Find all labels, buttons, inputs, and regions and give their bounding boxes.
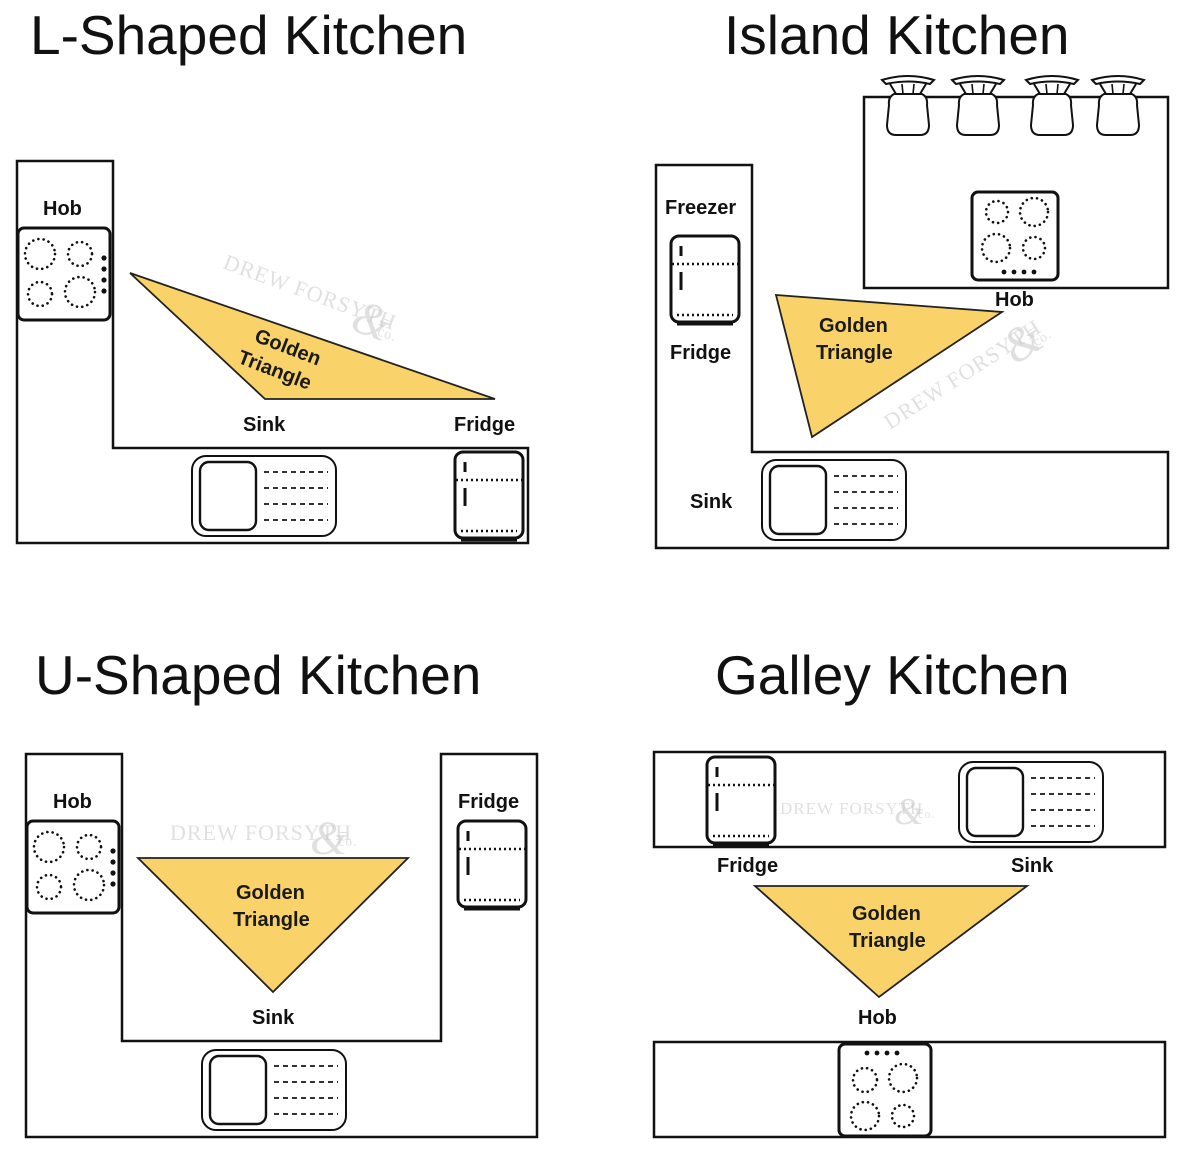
galley-counter-top [652,750,1167,849]
u-shaped-counter-outline [24,752,539,1139]
l-shaped-kitchen: L-Shaped Kitchen Hob DREW FORSYTH & co. … [15,4,530,545]
fridge-icon [453,450,525,542]
hob-icon [16,226,112,322]
golden-triangle [129,272,496,400]
svg-text:DREW FORSYTH: DREW FORSYTH [170,820,352,845]
sink-icon [760,458,908,542]
bar-stool-icon [881,75,935,136]
fridge-icon [705,755,777,847]
golden-triangle [135,857,411,994]
sink-icon [200,1048,348,1132]
island-l-counter-outline [654,163,1170,550]
l-hob-label: Hob [43,198,82,220]
bar-stool-icon [1025,75,1079,136]
sink-icon [957,760,1105,844]
hob-icon [25,819,121,915]
svg-text:&: & [310,812,348,865]
l-shaped-counter-outline [15,159,530,545]
island-kitchen: Island Kitchen Freezer Fridge Hob DREW F… [654,4,1170,550]
u-fridge-label: Fridge [458,791,519,813]
galley-title: Galley Kitchen [715,644,1070,706]
hob-icon [970,190,1060,282]
watermark: DREW FORSYTH & co. [170,812,358,865]
island-freezer-label: Freezer [665,197,736,219]
golden-triangle [774,294,1005,439]
svg-text:DREW FORSYTH: DREW FORSYTH [780,799,923,818]
svg-text:&: & [894,791,924,833]
galley-sink-label: Sink [1011,855,1054,877]
golden-triangle-label-line2: Triangle [233,909,310,931]
golden-triangle [752,885,1030,999]
golden-triangle-label-line2: Triangle [849,930,926,952]
fridge-freezer-icon [669,234,741,326]
golden-triangle-label-line1: Golden [236,882,305,904]
l-shaped-title: L-Shaped Kitchen [30,4,467,66]
u-shaped-title: U-Shaped Kitchen [35,644,481,706]
island-title: Island Kitchen [724,4,1070,66]
island-counter [862,95,1170,290]
galley-kitchen: Galley Kitchen DREW FORSYTH & co. Fridge… [652,644,1167,1139]
hob-icon [837,1042,933,1138]
galley-hob-label: Hob [858,1007,897,1029]
galley-fridge-label: Fridge [717,855,778,877]
bar-stool-icon [1091,75,1145,136]
watermark: DREW FORSYTH & co. [780,791,935,833]
svg-text:co.: co. [375,325,399,346]
l-sink-label: Sink [243,414,286,436]
sink-icon [190,454,338,538]
u-hob-label: Hob [53,791,92,813]
fridge-icon [456,819,528,911]
golden-triangle-label-line1: Golden [852,903,921,925]
u-sink-label: Sink [252,1007,295,1029]
svg-text:co.: co. [338,835,358,850]
u-shaped-kitchen: U-Shaped Kitchen Hob Fridge DREW FORSYTH… [24,644,539,1139]
golden-triangle-label-line1: Golden [819,315,888,337]
svg-text:co.: co. [918,807,935,821]
island-hob-label: Hob [995,289,1034,311]
island-fridge-label: Fridge [670,342,731,364]
golden-triangle-label-line2: Triangle [816,342,893,364]
bar-stool-icon [951,75,1005,136]
island-sink-label: Sink [690,491,733,513]
l-fridge-label: Fridge [454,414,515,436]
